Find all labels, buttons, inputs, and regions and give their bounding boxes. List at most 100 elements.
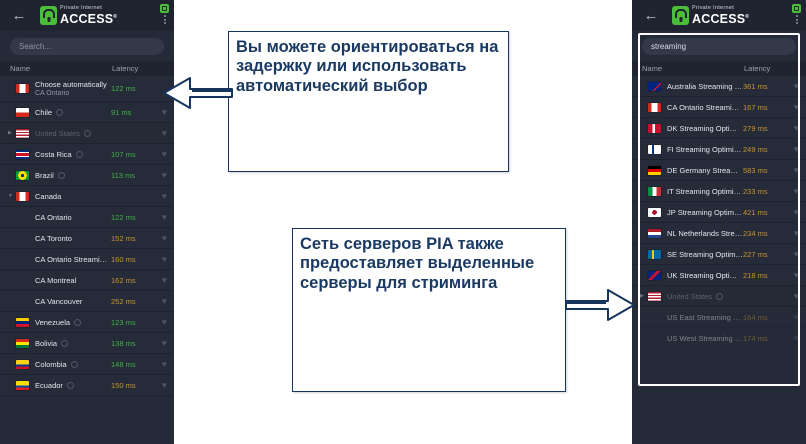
favorite-heart-icon[interactable]: ♥ [161, 148, 167, 159]
server-name: Chile [35, 108, 111, 117]
favorite-heart-icon[interactable]: ♥ [161, 211, 167, 222]
list-header-left: Name Latency [0, 61, 174, 76]
server-row[interactable]: CA Ontario Streaming Opti...160 ms♥ [0, 249, 174, 270]
server-row[interactable]: ▶United States♥ [0, 123, 174, 144]
favorite-heart-icon[interactable]: ♥ [793, 101, 799, 112]
latency-value: 91 ms [111, 107, 132, 117]
geo-located-icon [84, 129, 92, 137]
favorite-heart-icon[interactable]: ♥ [161, 358, 167, 369]
server-subtitle: CA Ontario [35, 90, 70, 97]
favorite-heart-icon[interactable]: ♥ [793, 227, 799, 238]
search-input-left[interactable]: Search... [10, 38, 164, 55]
back-arrow-icon[interactable]: ← [643, 7, 659, 24]
flag-icon [648, 81, 661, 91]
favorite-heart-icon[interactable]: ♥ [793, 164, 799, 175]
server-list-right[interactable]: Australia Streaming Opti...361 ms♥CA Ont… [632, 76, 806, 349]
vpn-status-icon[interactable] [792, 4, 801, 13]
kebab-menu-icon[interactable] [163, 15, 166, 24]
server-name: Canada [35, 191, 62, 201]
favorite-heart-icon[interactable]: ♥ [161, 274, 167, 285]
flag-icon [648, 144, 661, 154]
favorite-heart-icon[interactable]: ♥ [161, 337, 167, 348]
favorite-heart-icon[interactable]: ♥ [793, 185, 799, 196]
header-actions-right[interactable] [792, 4, 801, 24]
server-name: FI Streaming Optimized [667, 144, 743, 154]
favorite-heart-icon[interactable]: ♥ [161, 316, 167, 327]
favorite-heart-icon[interactable]: ♥ [793, 122, 799, 133]
favorite-heart-icon[interactable]: ♥ [793, 332, 799, 343]
server-name: CA Montreal [35, 275, 77, 285]
favorite-heart-icon[interactable]: ♥ [793, 248, 799, 259]
search-input-right[interactable]: streaming [642, 38, 796, 55]
latency-value: 174 ms [743, 333, 768, 343]
search-area-right: streaming [632, 31, 806, 61]
chevron-down-icon[interactable]: ▼ [8, 192, 13, 199]
server-name: NL Netherlands Streamin... [667, 228, 743, 238]
favorite-heart-icon[interactable]: ♥ [161, 253, 167, 264]
server-name: DK Streaming Optimized [667, 123, 743, 133]
server-row[interactable]: Australia Streaming Opti...361 ms♥ [632, 76, 806, 97]
favorite-heart-icon[interactable]: ♥ [161, 127, 167, 138]
chevron-right-icon[interactable]: ▶ [640, 292, 644, 299]
favorite-heart-icon[interactable]: ♥ [793, 206, 799, 217]
geo-located-icon [66, 381, 74, 389]
favorite-heart-icon[interactable]: ♥ [161, 190, 167, 201]
flag-icon [16, 380, 29, 390]
server-row[interactable]: ▶United States♥ [632, 286, 806, 307]
column-header-name: Name [642, 64, 663, 73]
server-row[interactable]: US East Streaming O...164 ms♥ [632, 307, 806, 328]
latency-value: 162 ms [111, 275, 136, 285]
server-name: Choose automatically [35, 80, 107, 89]
favorite-heart-icon[interactable]: ♥ [793, 80, 799, 91]
favorite-heart-icon[interactable]: ♥ [793, 269, 799, 280]
favorite-heart-icon[interactable]: ♥ [161, 232, 167, 243]
server-name: Venezuela [35, 318, 111, 327]
flag-icon [648, 102, 661, 112]
favorite-heart-icon[interactable]: ♥ [161, 169, 167, 180]
favorite-heart-icon[interactable]: ♥ [161, 379, 167, 390]
latency-value: 152 ms [111, 233, 136, 243]
server-row[interactable]: DE Germany Streaming ...583 ms♥ [632, 160, 806, 181]
server-row[interactable]: ▼ Canada ♥ [0, 186, 174, 207]
server-name: DE Germany Streaming ... [667, 165, 743, 175]
callout-streaming-note: Сеть серверов PIA также предоставляет вы… [292, 228, 566, 392]
back-arrow-icon[interactable]: ← [11, 7, 27, 24]
latency-value: 122 ms [111, 84, 136, 93]
favorite-heart-icon[interactable]: ♥ [793, 290, 799, 301]
pia-app-right-panel: ← Private Internet ACCESS® streaming Nam… [632, 0, 806, 444]
latency-value: 107 ms [111, 149, 136, 159]
favorite-heart-icon[interactable]: ♥ [161, 295, 167, 306]
latency-value: 233 ms [743, 186, 768, 196]
latency-value: 234 ms [743, 228, 768, 238]
favorite-heart-icon[interactable]: ♥ [161, 106, 167, 117]
server-row[interactable]: US West Streaming O...174 ms♥ [632, 328, 806, 349]
header-actions-left[interactable] [160, 4, 169, 24]
server-row[interactable]: NL Netherlands Streamin...234 ms ♥ [632, 223, 806, 244]
server-row[interactable]: CA Ontario Streaming Op...167 ms♥ [632, 97, 806, 118]
favorite-heart-icon[interactable]: ♥ [793, 143, 799, 154]
favorite-heart-icon[interactable]: ♥ [793, 311, 799, 322]
server-row[interactable]: CA Montreal 162 ms ♥ [0, 270, 174, 291]
chevron-right-icon[interactable]: ▶ [8, 129, 12, 136]
vpn-status-icon[interactable] [160, 4, 169, 13]
kebab-menu-icon[interactable] [795, 15, 798, 24]
flag-icon [16, 317, 29, 327]
